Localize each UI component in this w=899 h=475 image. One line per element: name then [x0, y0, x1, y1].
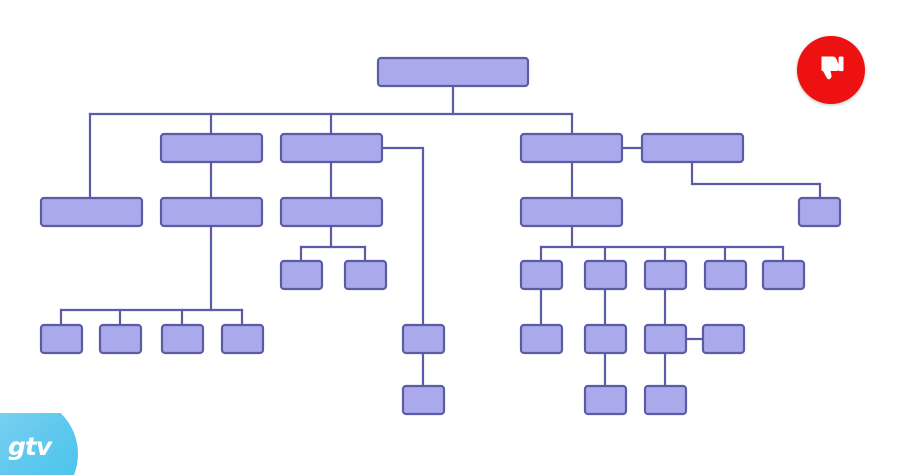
- node-layer: [39, 56, 842, 416]
- chart-node[interactable]: [640, 132, 745, 164]
- chart-node[interactable]: [98, 323, 143, 355]
- chart-node[interactable]: [376, 56, 530, 88]
- node-box[interactable]: [640, 132, 745, 164]
- chart-node[interactable]: [583, 259, 628, 291]
- chart-node[interactable]: [519, 132, 624, 164]
- connector-line: [380, 146, 425, 327]
- chart-node[interactable]: [220, 323, 265, 355]
- chart-node[interactable]: [279, 259, 324, 291]
- connector-layer: [59, 84, 822, 388]
- chart-node[interactable]: [519, 323, 564, 355]
- node-box[interactable]: [376, 56, 530, 88]
- node-box[interactable]: [279, 196, 384, 228]
- chart-node[interactable]: [279, 132, 384, 164]
- node-box[interactable]: [39, 196, 144, 228]
- chart-node[interactable]: [643, 259, 688, 291]
- chart-node[interactable]: [159, 132, 264, 164]
- node-box[interactable]: [797, 196, 842, 228]
- chart-node[interactable]: [701, 323, 746, 355]
- node-box[interactable]: [643, 259, 688, 291]
- chart-node[interactable]: [643, 323, 688, 355]
- node-box[interactable]: [643, 384, 688, 416]
- node-box[interactable]: [519, 323, 564, 355]
- node-box[interactable]: [279, 132, 384, 164]
- chart-node[interactable]: [279, 196, 384, 228]
- chart-node[interactable]: [39, 196, 144, 228]
- node-box[interactable]: [401, 384, 446, 416]
- node-box[interactable]: [701, 323, 746, 355]
- chart-node[interactable]: [583, 384, 628, 416]
- node-box[interactable]: [39, 323, 84, 355]
- chart-node[interactable]: [401, 323, 446, 355]
- chart-node[interactable]: [643, 384, 688, 416]
- node-box[interactable]: [583, 259, 628, 291]
- node-box[interactable]: [343, 259, 388, 291]
- node-box[interactable]: [761, 259, 806, 291]
- chart-node[interactable]: [401, 384, 446, 416]
- connector-line: [690, 160, 822, 200]
- chart-node[interactable]: [39, 323, 84, 355]
- node-box[interactable]: [643, 323, 688, 355]
- node-box[interactable]: [160, 323, 205, 355]
- chart-node[interactable]: [159, 196, 264, 228]
- node-box[interactable]: [159, 132, 264, 164]
- thumbs-down-icon: [821, 56, 844, 80]
- chart-node[interactable]: [519, 259, 564, 291]
- chart-node[interactable]: [761, 259, 806, 291]
- chart-node[interactable]: [797, 196, 842, 228]
- node-box[interactable]: [519, 132, 624, 164]
- chart-node[interactable]: [583, 323, 628, 355]
- chart-node[interactable]: [343, 259, 388, 291]
- node-box[interactable]: [220, 323, 265, 355]
- thumbs-down-badge[interactable]: [797, 36, 865, 104]
- node-box[interactable]: [703, 259, 748, 291]
- node-box[interactable]: [583, 384, 628, 416]
- node-box[interactable]: [98, 323, 143, 355]
- node-box[interactable]: [583, 323, 628, 355]
- node-box[interactable]: [401, 323, 446, 355]
- chart-node[interactable]: [519, 196, 624, 228]
- node-box[interactable]: [519, 259, 564, 291]
- chart-node[interactable]: [703, 259, 748, 291]
- node-box[interactable]: [279, 259, 324, 291]
- chart-node[interactable]: [160, 323, 205, 355]
- node-box[interactable]: [519, 196, 624, 228]
- node-box[interactable]: [159, 196, 264, 228]
